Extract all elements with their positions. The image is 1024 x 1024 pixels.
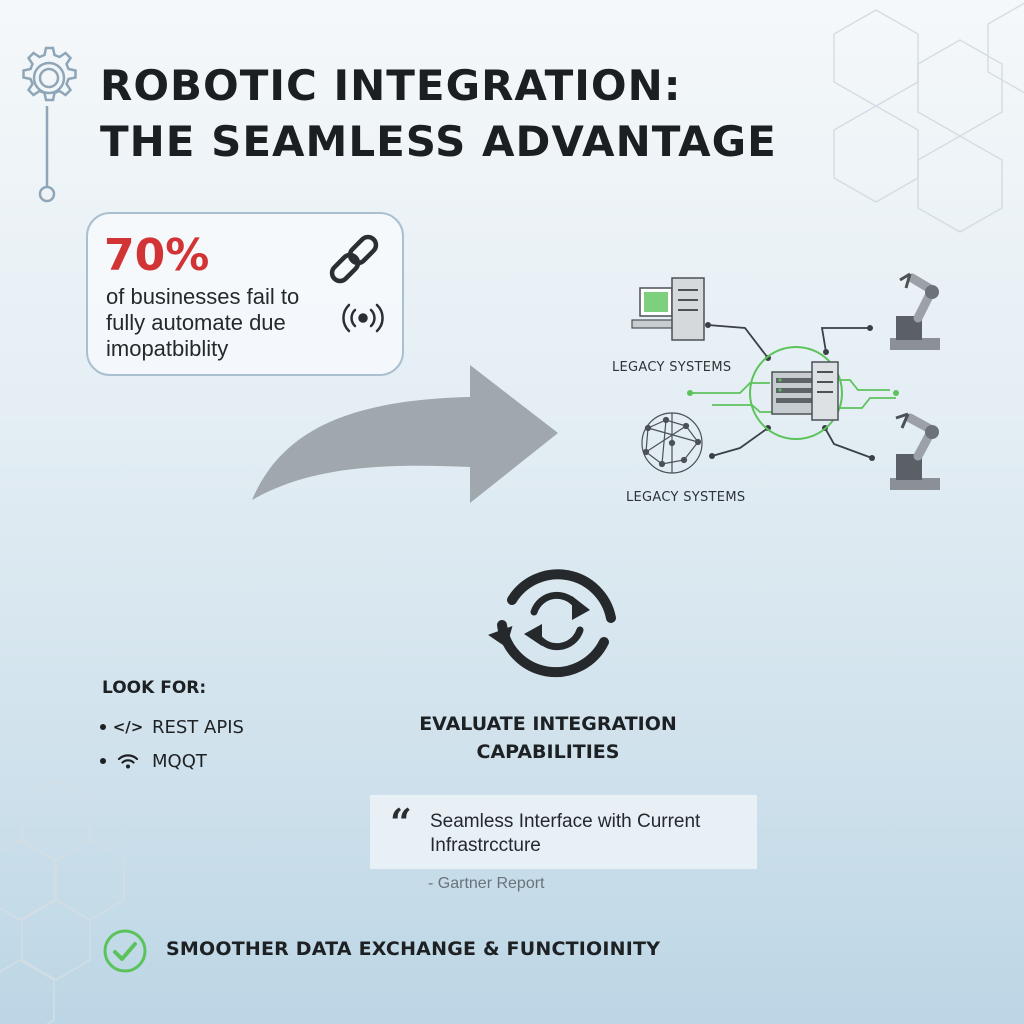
- look-for-item-label: MQQT: [152, 750, 207, 772]
- code-icon: </>: [112, 718, 144, 736]
- stat-description: of businesses fail to fully automate due…: [106, 284, 321, 362]
- robot-arm-icon: [890, 412, 940, 490]
- title-line-1: ROBOTIC INTEGRATION:: [100, 61, 682, 110]
- evaluate-line-1: EVALUATE INTEGRATION: [419, 713, 677, 735]
- check-circle-icon: [103, 929, 147, 973]
- evaluate-line-2: CAPABILITIES: [476, 741, 620, 763]
- quote-mark-icon: “: [390, 800, 412, 845]
- look-for-item: MQQT: [100, 748, 207, 774]
- stat-desc-line-2: fully automate due: [106, 310, 286, 335]
- gear-icon: [22, 46, 77, 203]
- robot-arm-icon: [890, 272, 940, 350]
- evaluate-heading: EVALUATE INTEGRATION CAPABILITIES: [400, 710, 696, 766]
- stat-desc-line-3: imopatbiblity: [106, 336, 229, 361]
- quote-line-2: Infrastrccture: [430, 835, 541, 856]
- integration-diagram: [631, 272, 940, 490]
- bullet: [100, 758, 106, 764]
- look-for-item: </> REST APIS: [100, 714, 244, 740]
- broken-link-icon: [329, 234, 379, 284]
- transition-arrow: [252, 365, 558, 503]
- stat-card: [86, 212, 404, 376]
- legacy-systems-label-top: LEGACY SYSTEMS: [612, 360, 732, 375]
- quote-line-1: Seamless Interface with Current: [430, 811, 701, 832]
- stat-value: 70%: [104, 230, 210, 281]
- quote-box: [370, 795, 757, 869]
- quote-source: - Gartner Report: [428, 875, 545, 892]
- legacy-computer-icon: [631, 277, 705, 341]
- legacy-systems-label-bottom: LEGACY SYSTEMS: [626, 490, 746, 505]
- look-for-item-label: REST APIS: [152, 716, 244, 738]
- wifi-icon: [116, 753, 140, 769]
- title-line-2: THE SEAMLESS ADVANTAGE: [100, 117, 777, 166]
- signal-broadcast-icon: [342, 303, 384, 333]
- stat-desc-line-1: of businesses fail to: [106, 284, 300, 309]
- look-for-title: LOOK FOR:: [102, 678, 207, 698]
- sync-cycle-icon: [488, 569, 616, 678]
- page-title: ROBOTIC INTEGRATION: THE SEAMLESS ADVANT…: [100, 58, 800, 170]
- bottom-benefit-text: SMOOTHER DATA EXCHANGE & FUNCTIOINITY: [166, 938, 661, 960]
- network-globe-icon: [641, 412, 703, 474]
- quote-text: Seamless Interface with Current Infrastr…: [430, 810, 740, 858]
- server-icon: [771, 361, 839, 421]
- bullet: [100, 724, 106, 730]
